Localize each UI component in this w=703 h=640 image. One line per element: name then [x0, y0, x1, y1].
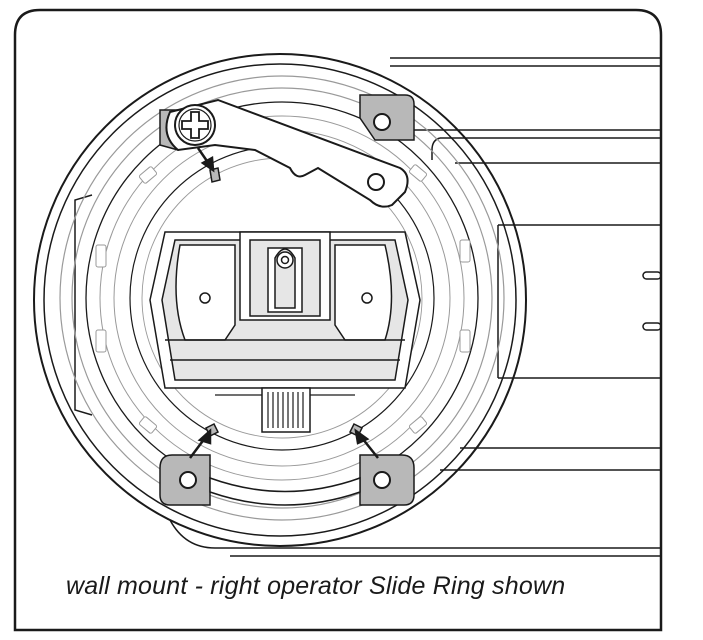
- diagram-caption: wall mount - right operator Slide Ring s…: [66, 572, 566, 600]
- arrow-icon: [189, 147, 379, 459]
- lever-arm: [165, 98, 409, 208]
- bottom-right-tab: [359, 454, 415, 506]
- screw-icon: [174, 104, 216, 146]
- bracket-body: [169, 57, 662, 557]
- bottom-band: [209, 476, 361, 506]
- bottom-left-tab: [159, 454, 211, 506]
- lever-pivot: [367, 173, 385, 191]
- ribbed-slider: [215, 387, 355, 433]
- mounting-plate: [149, 231, 421, 389]
- ring-notches: [95, 164, 471, 434]
- top-right-tab: [359, 94, 415, 141]
- outer-frame: [13, 8, 663, 632]
- plate-holes: [199, 251, 373, 304]
- slide-ring: [33, 53, 527, 547]
